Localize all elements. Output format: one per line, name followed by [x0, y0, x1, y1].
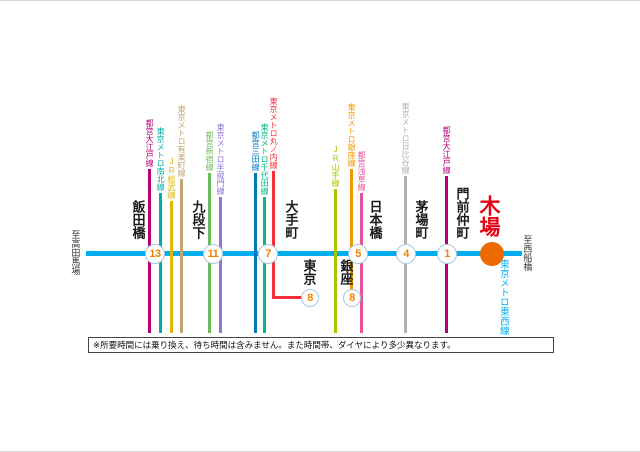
terminal-left-label: 至高田馬場	[70, 230, 81, 275]
transfer-line-label: JR山手線	[331, 145, 341, 187]
station-name: 九段下	[190, 200, 206, 239]
transfer-line-label: 東京メトロ千代田線	[260, 123, 270, 195]
transfer-line: JR山手線	[331, 145, 340, 333]
transfer-line-bar	[219, 197, 222, 333]
transfer-line-label: 都営大江戸線	[442, 126, 452, 174]
tozai-main-line	[86, 251, 522, 256]
transfer-line: 東京メトロ有楽町線	[177, 105, 186, 333]
terminal-right-label: 至西船橋	[522, 235, 533, 271]
transfer-line-label: 東京メトロ銀座線	[347, 103, 357, 167]
branch-station-name: 銀座	[338, 259, 354, 285]
transfer-line-bar	[180, 179, 183, 333]
time-circle: 11	[203, 244, 223, 264]
transfer-line-label: JR総武線	[167, 157, 177, 199]
time-circle: 5	[348, 244, 368, 264]
time-circle: 7	[258, 244, 278, 264]
note-text: ※所要時間には乗り換え、待ち時間は含みません。また時間帯、ダイヤにより多少異なり…	[93, 340, 456, 350]
transfer-line-bar	[272, 171, 275, 299]
station-name: 飯田橋	[130, 200, 146, 239]
station-name: 大手町	[283, 200, 299, 239]
transfer-line: 東京メトロ千代田線	[260, 123, 269, 333]
transfer-line-label: 東京メトロ南北線	[156, 127, 166, 191]
branch-station-name: 東京	[301, 259, 317, 285]
transfer-line: 東京メトロ銀座線	[347, 103, 356, 301]
travel-time: 4	[403, 248, 409, 260]
transfer-line-label: 都営新宿線	[205, 131, 215, 171]
note-box: ※所要時間には乗り換え、待ち時間は含みません。また時間帯、ダイヤにより多少異なり…	[88, 337, 554, 353]
transfer-line: 東京メトロ南北線	[156, 127, 165, 333]
travel-time: 1	[444, 248, 450, 260]
transfer-line-bar	[170, 201, 173, 333]
transfer-line: JR総武線	[167, 157, 176, 333]
travel-time: 5	[355, 248, 361, 260]
transfer-line-label: 東京メトロ有楽町線	[177, 105, 187, 177]
marunouchi-branch-horizontal	[272, 296, 312, 299]
travel-time: 11	[207, 248, 219, 260]
travel-time: 8	[307, 292, 313, 304]
transfer-line-bar	[334, 189, 337, 333]
transfer-line-bar	[263, 197, 266, 333]
transfer-line-bar	[350, 169, 353, 301]
travel-time: 7	[265, 248, 271, 260]
transfer-line-label: 東京メトロ半蔵門線	[216, 123, 226, 195]
transfer-line: 都営三田線	[251, 131, 260, 333]
tozai-line-label: 東京メトロ東西線	[497, 259, 509, 335]
travel-time: 13	[149, 248, 161, 260]
time-circle: 8	[343, 289, 361, 307]
transfer-line-label: 東京メトロ丸ノ内線	[269, 97, 279, 169]
destination-station-name: 木場	[477, 195, 501, 237]
destination-station-circle	[480, 242, 504, 266]
time-circle: 1	[437, 244, 457, 264]
transfer-line-label: 東京メトロ日比谷線	[401, 102, 411, 174]
station-name: 茅場町	[413, 200, 429, 239]
station-name: 日本橋	[367, 200, 383, 239]
transfer-line-label: 都営大江戸線	[145, 119, 155, 167]
time-circle: 8	[301, 289, 319, 307]
time-circle: 4	[396, 244, 416, 264]
transfer-line-bar	[159, 193, 162, 333]
transfer-line: 東京メトロ丸ノ内線	[269, 97, 278, 299]
transfer-line-label: 都営浅草線	[357, 151, 367, 191]
transfer-line-bar	[254, 173, 257, 333]
station-name: 門前仲町	[454, 187, 470, 239]
transfer-line: 東京メトロ半蔵門線	[216, 123, 225, 333]
travel-time: 8	[349, 292, 355, 304]
transfer-line-label: 都営三田線	[251, 131, 261, 171]
time-circle: 13	[145, 244, 165, 264]
